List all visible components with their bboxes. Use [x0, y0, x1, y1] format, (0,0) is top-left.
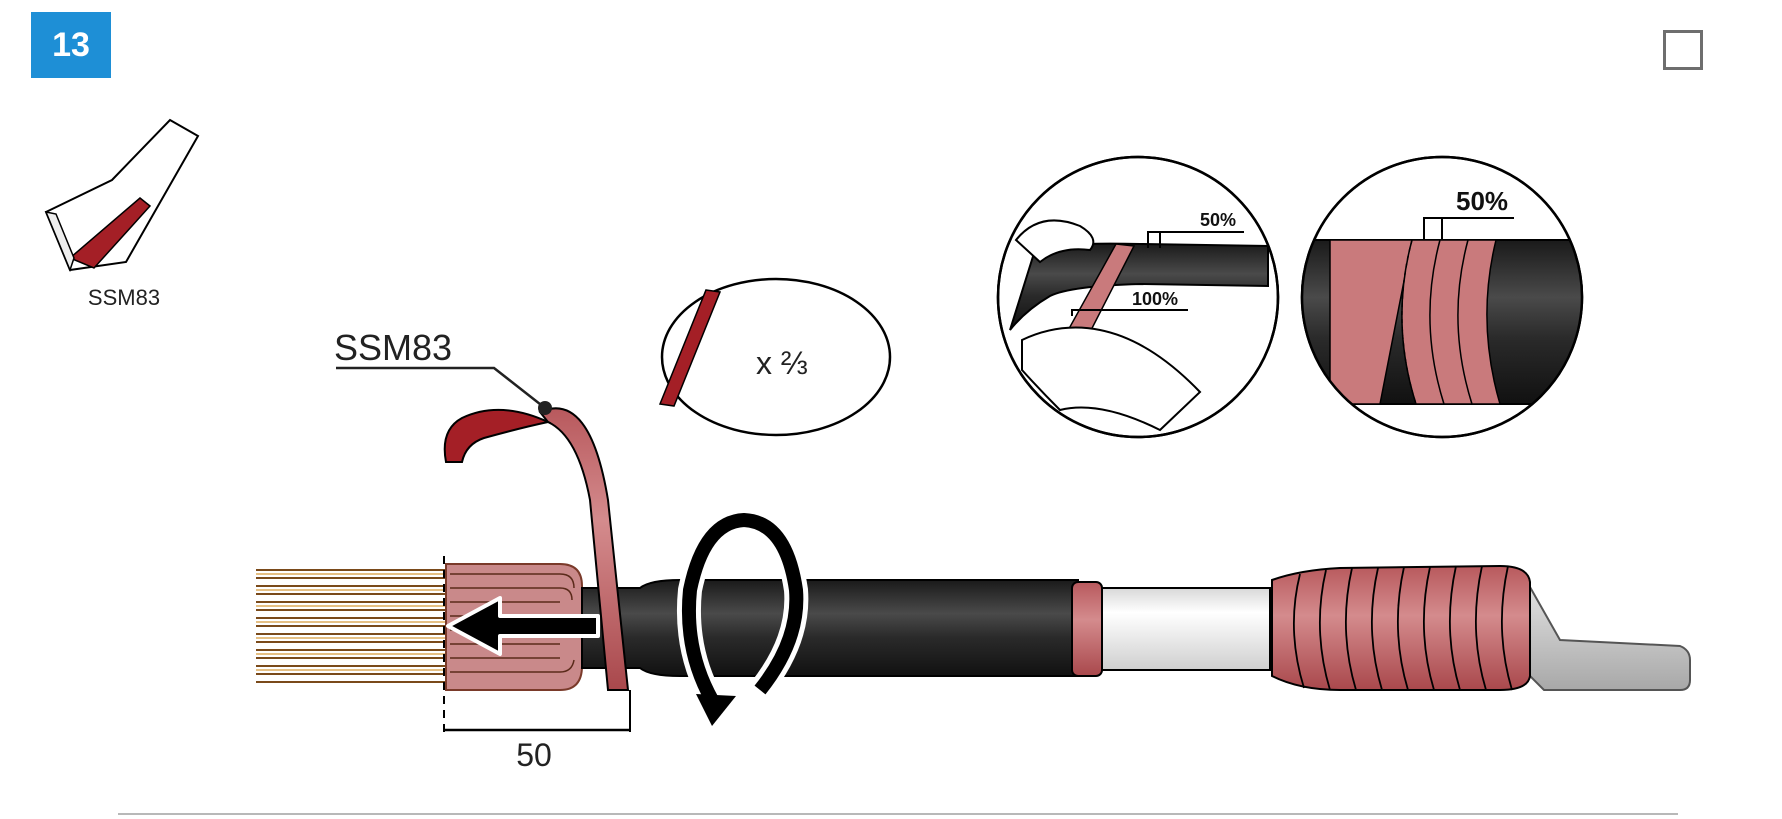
cut-multiplier: x ⅔ — [756, 345, 808, 381]
wrap-detail-circle — [996, 155, 1280, 439]
dimension-value: 50 — [516, 737, 552, 773]
step-number-badge: 13 — [31, 12, 111, 78]
product-callout-label: SSM83 — [334, 327, 452, 368]
conductor-strands — [256, 566, 446, 686]
checkbox-icon[interactable] — [1663, 30, 1703, 70]
result-detail-circle — [1300, 155, 1584, 439]
rotate-arrow-icon — [676, 507, 809, 726]
cable-jacket — [581, 579, 1079, 677]
result-overlap-label: 50% — [1456, 186, 1508, 216]
bottom-divider — [118, 813, 1678, 815]
tape-roll-icon — [44, 118, 200, 273]
product-icon-label: SSM83 — [88, 285, 160, 310]
cut-detail-ellipse — [660, 277, 892, 437]
tape-strip-icon — [658, 289, 722, 407]
dimension-marker — [443, 556, 631, 732]
cable-lug — [1525, 576, 1691, 691]
callout-leader-line — [336, 366, 546, 409]
tape-strip-backing — [443, 409, 552, 463]
insulation — [1101, 587, 1271, 671]
tape-strip-applied — [538, 407, 630, 691]
lug-tape-wrap — [1271, 564, 1531, 691]
left-arrow-icon — [446, 596, 600, 656]
tape-ring — [1071, 581, 1103, 677]
wrap-overlap-label: 50% — [1200, 210, 1236, 230]
cable-assembly — [256, 401, 1691, 691]
wrap-stretch-label: 100% — [1132, 289, 1178, 309]
